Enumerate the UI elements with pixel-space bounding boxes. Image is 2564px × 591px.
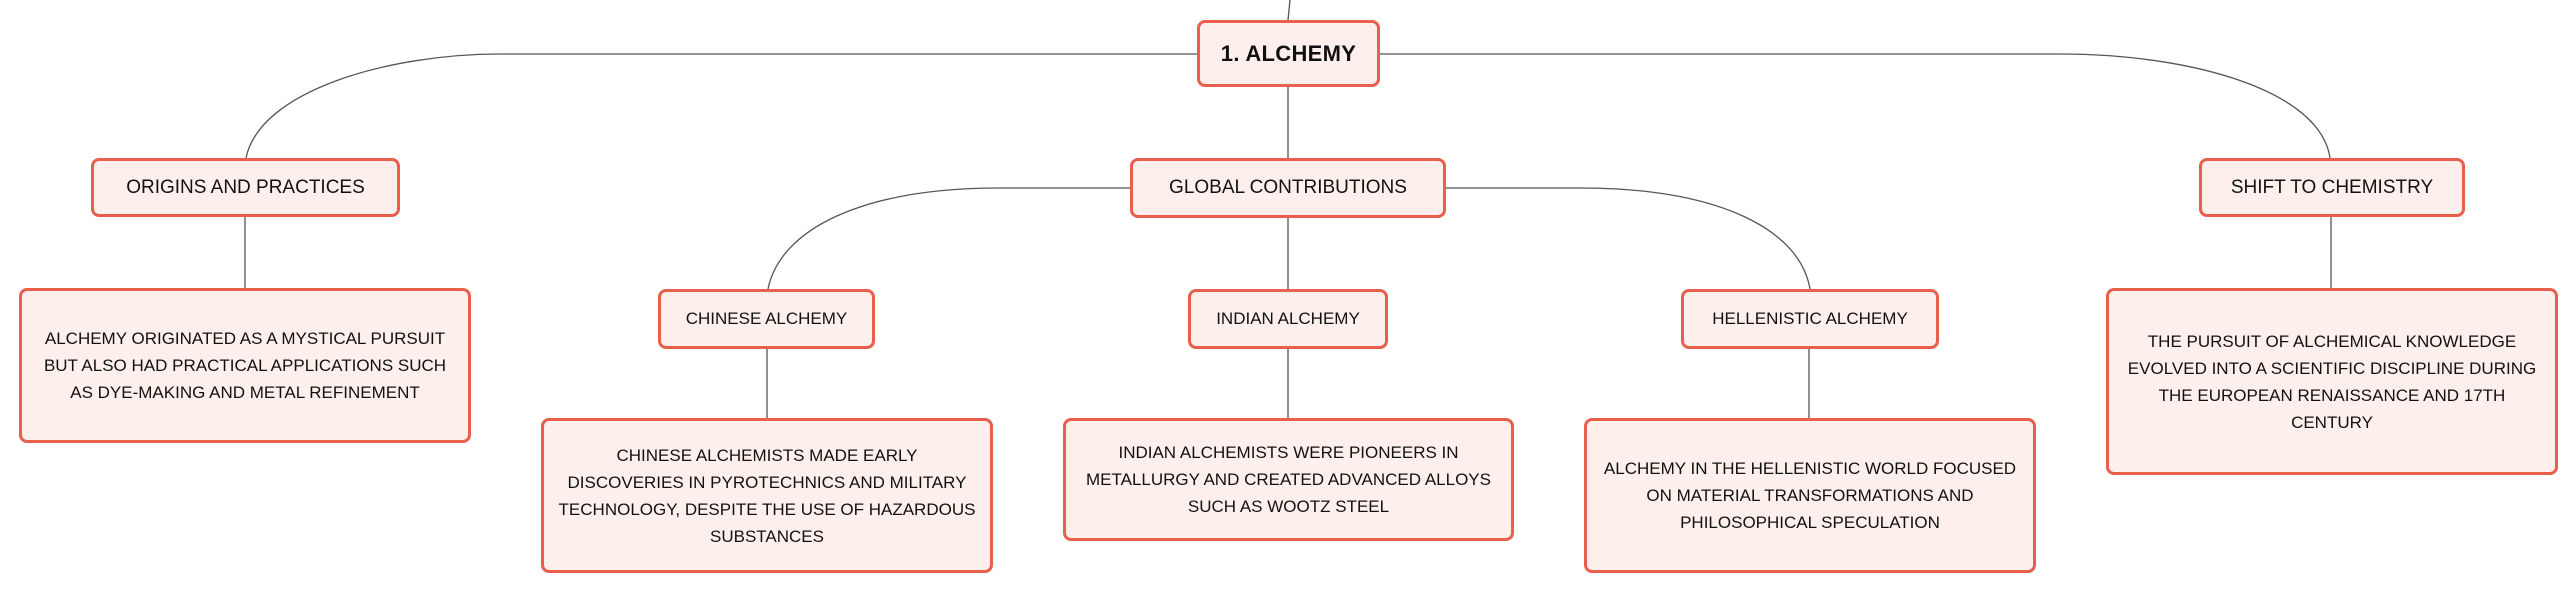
- detail-chinese[interactable]: CHINESE ALCHEMISTS MADE EARLY DISCOVERIE…: [541, 418, 993, 573]
- detail-shift[interactable]: THE PURSUIT OF ALCHEMICAL KNOWLEDGE EVOL…: [2106, 288, 2558, 475]
- subtopic-chinese-alchemy[interactable]: CHINESE ALCHEMY: [658, 289, 875, 349]
- connector-parent-to-root: [1287, 0, 1291, 21]
- detail-hellenistic[interactable]: ALCHEMY IN THE HELLENISTIC WORLD FOCUSED…: [1584, 418, 2036, 573]
- subtopic-hellenistic-alchemy[interactable]: HELLENISTIC ALCHEMY: [1681, 289, 1939, 349]
- root-label: 1. ALCHEMY: [1220, 40, 1357, 66]
- detail-text: CHINESE ALCHEMISTS MADE EARLY DISCOVERIE…: [558, 445, 976, 546]
- topic-shift-to-chemistry[interactable]: SHIFT TO CHEMISTRY: [2199, 158, 2465, 217]
- subtopic-label: HELLENISTIC ALCHEMY: [1712, 309, 1908, 328]
- detail-text: ALCHEMY ORIGINATED AS A MYSTICAL PURSUIT…: [43, 329, 447, 402]
- connector-root-to-origins: [245, 53, 1197, 159]
- detail-text: ALCHEMY IN THE HELLENISTIC WORLD FOCUSED…: [1603, 459, 2017, 532]
- connector-global-to-hellenistic: [1446, 187, 1811, 290]
- topic-global-contributions[interactable]: GLOBAL CONTRIBUTIONS: [1130, 158, 1446, 218]
- detail-origins[interactable]: ALCHEMY ORIGINATED AS A MYSTICAL PURSUIT…: [19, 288, 471, 443]
- detail-indian[interactable]: INDIAN ALCHEMISTS WERE PIONEERS IN METAL…: [1063, 418, 1514, 541]
- connector-root-to-shift: [1380, 53, 2331, 159]
- topic-label: SHIFT TO CHEMISTRY: [2230, 176, 2434, 198]
- topic-label: ORIGINS AND PRACTICES: [126, 176, 365, 198]
- subtopic-indian-alchemy[interactable]: INDIAN ALCHEMY: [1188, 289, 1388, 349]
- connector-global-to-chinese: [767, 187, 1130, 290]
- topic-label: GLOBAL CONTRIBUTIONS: [1169, 177, 1407, 198]
- subtopic-label: INDIAN ALCHEMY: [1216, 309, 1360, 328]
- detail-text: INDIAN ALCHEMISTS WERE PIONEERS IN METAL…: [1086, 443, 1491, 516]
- subtopic-label: CHINESE ALCHEMY: [685, 309, 848, 328]
- root-node[interactable]: 1. ALCHEMY: [1197, 20, 1380, 87]
- topic-origins-and-practices[interactable]: ORIGINS AND PRACTICES: [91, 158, 400, 217]
- detail-text: THE PURSUIT OF ALCHEMICAL KNOWLEDGE EVOL…: [2127, 331, 2537, 432]
